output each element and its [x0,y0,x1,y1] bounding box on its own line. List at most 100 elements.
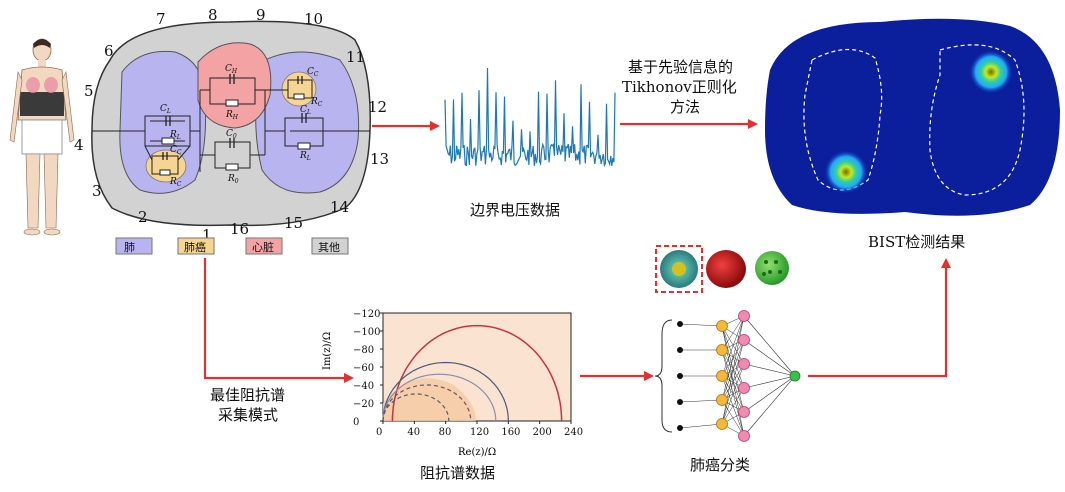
electrode-4: 4 [74,136,84,154]
electrode-13: 13 [370,150,389,168]
flow-arrows [203,119,951,383]
electrode-5: 5 [84,82,94,100]
electrode-10: 10 [304,10,323,28]
chart-shaded-region [383,378,476,421]
nn-input-node [677,373,683,379]
electrode-12: 12 [368,98,387,116]
electrode-8: 8 [208,6,218,24]
nn-edge [743,375,796,389]
y-tick-label: 0 [353,417,359,428]
legend-swatch-heart [245,237,283,255]
y-tick-label: −100 [353,327,380,338]
nn-edge [743,375,796,437]
nn-edge [679,423,723,429]
lung-left-region [119,50,207,194]
impedance-series-line [382,384,472,422]
lung-left-r-label: RL [169,130,181,141]
x-tick-label: 0 [376,427,382,438]
impedance-series-line [382,373,497,422]
electrode-1: 1 [202,226,212,244]
method-caption-line3: 方法 [670,98,700,116]
nn-output-node [789,370,801,382]
nn-hidden1-node [716,370,728,382]
y-tick-label: −20 [353,399,374,410]
impedance-series-line [382,393,450,421]
nn-hidden1-node [716,418,728,430]
nn-hidden1-node [716,394,728,406]
bist-result-image [765,18,1060,216]
bist-tumor-right [969,50,1013,94]
nn-edge [721,315,745,401]
y-tick-label: −40 [353,381,374,392]
chart-y-axis-label: Im(z)/Ω [322,332,333,370]
bist-torso-shape [765,18,1060,216]
nn-hidden2-node [738,430,750,442]
capacitor-plates [162,74,307,160]
nn-edge [721,349,745,413]
nn-hidden2-node [738,310,750,322]
cancer-right-r-label: RC [310,97,323,108]
impedance-data-caption: 阻抗谱数据 [420,464,495,482]
heart-c-label: CH [225,64,238,75]
x-tick-label: 120 [470,427,489,438]
cancer-left-r-label: RC [169,177,182,188]
heart-region [197,42,272,129]
nn-input-brace [654,319,673,433]
other-r-label: R0 [227,174,239,185]
electrode-9: 9 [256,6,266,24]
legend-swatch-lung [115,237,153,255]
legend-label-cancer: 肺癌 [184,240,206,254]
boundary-voltage-waveform [444,67,616,168]
lung-right-c-label: CL [300,105,311,116]
neural-network-diagram [654,310,801,442]
x-tick-label: 80 [439,427,452,438]
nn-edge [721,387,745,425]
red-blood-cell-icon [706,250,746,288]
thorax-model: CL RL CH RH C0 R0 CL RL CC RC CC RC 1 2 … [74,6,389,244]
arrow-to-chart [203,258,354,383]
cancer-cell-nucleus-icon [672,262,686,276]
y-tick-label: −120 [353,309,380,320]
nn-edge [721,315,745,425]
electrode-3: 3 [92,182,102,200]
classification-caption: 肺癌分类 [690,456,750,474]
electrode-16: 16 [230,220,249,238]
legend-label-lung: 肺 [124,241,135,254]
optimal-mode-caption-line2: 采集模式 [218,406,278,424]
nn-edge [743,315,796,377]
nn-hidden2-node [738,406,750,418]
arrow-to-result [808,258,951,378]
nn-hidden2-node [738,334,750,346]
other-c-label: C0 [226,129,237,140]
boundary-voltage-caption: 边界电压数据 [470,201,560,219]
circuit-wires [92,77,370,175]
x-tick-label: 240 [564,427,583,438]
nn-edge [721,349,745,437]
x-tick-label: 40 [407,427,420,438]
legend-label-other: 其他 [318,241,340,254]
impedance-series-line [391,324,563,422]
y-tick-label: −80 [353,345,374,356]
nn-input-node [677,347,683,353]
electrode-7: 7 [156,10,166,28]
electrode-15: 15 [284,214,303,232]
bist-result-caption: BIST检测结果 [868,233,965,251]
method-caption-line2: Tikhonov正则化 [622,78,737,96]
nn-input-node [677,425,683,431]
cancer-right-c-label: CC [307,67,319,78]
circuit-components [159,93,311,176]
lung-left-c-label: CL [160,104,171,115]
nn-edge [721,339,745,425]
impedance-series-line [382,361,509,422]
x-tick-label: 160 [501,427,520,438]
lung-right-region [255,51,360,194]
nn-hidden1-node [716,320,728,332]
spiky-cell-icon [755,251,789,285]
optimal-mode-caption-line1: 最佳阻抗谱 [210,386,285,404]
nn-hidden2-node [738,358,750,370]
lung-right-r-label: RL [299,151,311,162]
legend-swatch-other [311,237,349,255]
cell-images [655,245,789,293]
